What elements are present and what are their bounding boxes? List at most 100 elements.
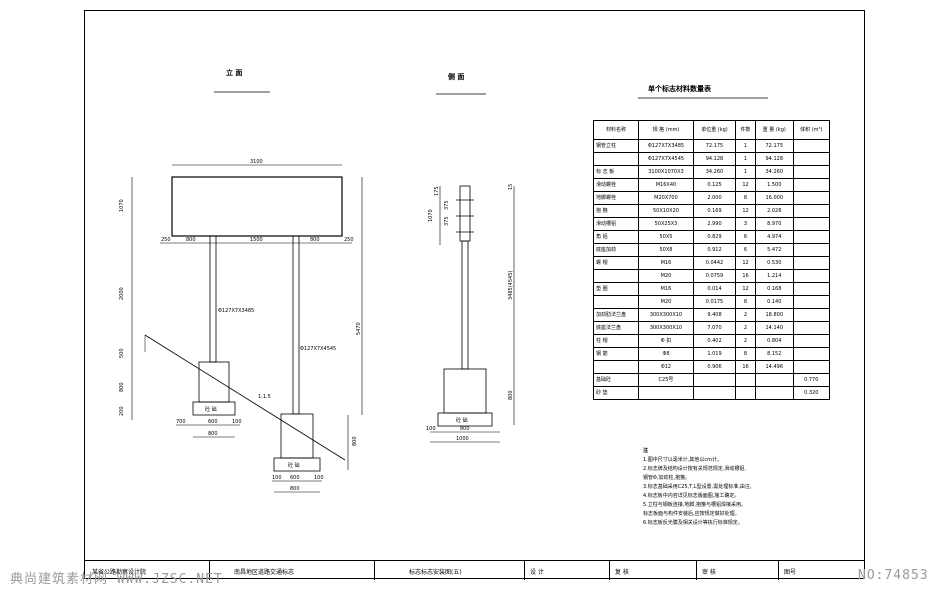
material-table: 材料名称规 格 (mm)单位重 (kg)件数重 量 (kg)体积 (m³)钢管立… [593,120,830,400]
table-cell [792,256,830,270]
note-line: 6.标志板反光膜及相关设计等执行标准规定。 [643,520,743,526]
side-post [461,240,469,370]
table-cell [792,178,830,192]
svg-text:250: 250 [344,237,354,243]
table-cell: 3 [735,217,756,231]
svg-text:1:1.5: 1:1.5 [258,394,271,400]
table-title: 单个标志材料数量表 [648,85,711,93]
table-cell [792,243,830,257]
table-cell: 2.028 [755,204,794,218]
table-cell: M16 [638,282,694,296]
svg-text:800: 800 [310,237,320,243]
table-cell: Φ8 [638,347,694,361]
svg-text:3485(4545): 3485(4545) [508,271,514,300]
svg-text:砼 础: 砼 础 [205,406,217,413]
table-cell: C25号 [638,373,694,387]
side-view-title: 侧 面 [448,73,465,81]
table-header-cell: 重 量 (kg) [755,120,794,140]
table-cell: 8 [735,191,756,205]
note-line: 2.标志牌及结构设计按有关规范规定,滑动槽铝, [643,466,746,472]
table-cell: 1 [735,139,756,153]
table-cell: 柱 帽 [593,334,639,348]
foundation-left [198,361,230,403]
table-cell: Φ127X7X3485 [638,139,694,153]
svg-text:800: 800 [119,382,125,392]
table-cell: 0.402 [692,334,737,348]
table-cell: M16X40 [638,178,694,192]
post1-label: Φ127X7X3485 [218,308,254,314]
front-view: 3100 250 800 1500 800 250 Φ127X7X3485 Φ1… [119,159,363,493]
side-foundation [443,368,487,414]
table-cell: 8.970 [755,217,794,231]
table-header-cell: 材料名称 [593,120,639,140]
table-cell: 2 [735,321,756,335]
table-cell [593,152,639,166]
table-header-cell: 件数 [735,120,756,140]
table-cell: 0.0175 [692,295,737,309]
table-cell: 1.019 [692,347,737,361]
table-cell [792,165,830,179]
note-line: 钢管Φ,加劲柱,抱箍。 [643,475,691,481]
svg-text:1500: 1500 [250,237,263,243]
note-line: 4.标志板中内容详见标志版面图,施工确定。 [643,493,740,499]
svg-text:100: 100 [426,426,436,432]
front-view-title: 立 面 [226,69,243,77]
table-cell: 16.000 [755,191,794,205]
table-cell: 18.800 [755,308,794,322]
table-cell: 1 [735,152,756,166]
table-cell [792,217,830,231]
table-cell [792,191,830,205]
table-cell: 300X300X10 [638,321,694,335]
svg-text:1070: 1070 [119,199,125,212]
table-cell [792,139,830,153]
table-cell: 94.128 [692,152,737,166]
table-cell: 砂 垫 [593,386,639,400]
table-cell: 基础砼 [593,373,639,387]
table-cell [593,295,639,309]
table-cell: 12 [735,282,756,296]
dim-width-total: 3100 [250,159,263,165]
table-cell: 72.175 [755,139,794,153]
table-cell [755,373,794,387]
watermark-left: 典尚建筑素材网 WWW.JZSC.NET [10,572,223,587]
svg-text:800: 800 [352,436,358,446]
table-cell: 1 [735,165,756,179]
post2-label: Φ127X7X4545 [300,346,336,352]
table-cell: 16 [735,269,756,283]
table-cell: M20 [638,269,694,283]
table-cell: 底座法兰盘 [593,321,639,335]
table-cell: 50X10X20 [638,204,694,218]
table-cell: 6 [735,243,756,257]
table-cell: 2.990 [692,217,737,231]
table-cell: 0.912 [692,243,737,257]
table-cell: Φ 扣 [638,334,694,348]
table-header-cell: 体积 (m³) [792,120,830,140]
table-cell: 0.530 [755,256,794,270]
svg-text:100: 100 [232,419,242,425]
table-cell: 滑动槽铝 [593,217,639,231]
table-cell [792,347,830,361]
table-cell: 300X300X10 [638,308,694,322]
table-cell: 钢 筋 [593,347,639,361]
svg-text:600: 600 [208,419,218,425]
table-cell: 50X25X3 [638,217,694,231]
table-cell [792,152,830,166]
table-cell [692,386,737,400]
table-cell: 8 [735,295,756,309]
table-cell: M20X700 [638,191,694,205]
table-cell: 7.070 [692,321,737,335]
